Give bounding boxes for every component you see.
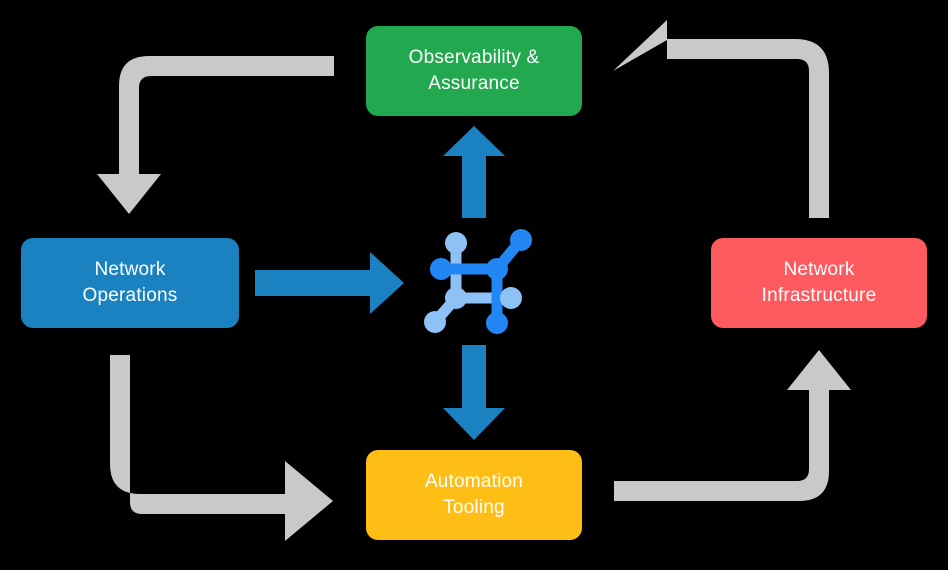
node-label-infrastructure: Network Infrastructure xyxy=(761,259,877,306)
node-label-automation: Automation Tooling xyxy=(424,471,524,518)
connector-center-to-automation xyxy=(443,345,505,440)
topology-node-bright-upper-right xyxy=(510,229,532,251)
node-label-operations: Network Operations xyxy=(82,259,178,306)
node-box-automation[interactable]: Automation Tooling xyxy=(366,450,582,540)
topology-node-light-mid xyxy=(445,287,467,309)
topology-node-bright-center xyxy=(486,258,508,280)
connector-observability-to-operations xyxy=(97,56,334,214)
topology-nodes-light xyxy=(424,232,522,333)
topology-nodes-bright xyxy=(430,229,532,334)
topology-node-light-right xyxy=(500,287,522,309)
node-label-observability: Observability & Assurance xyxy=(408,47,540,94)
topology-node-light-top xyxy=(445,232,467,254)
topology-node-bright-bottom xyxy=(486,312,508,334)
topology-node-bright-left xyxy=(430,258,452,280)
connector-center-to-observability xyxy=(443,126,505,218)
connector-operations-to-center xyxy=(255,252,404,314)
connector-operations-to-automation xyxy=(110,355,333,541)
node-box-observability[interactable]: Observability & Assurance xyxy=(366,26,582,116)
node-box-operations[interactable]: Network Operations xyxy=(21,238,239,328)
topology-node-light-lower-left xyxy=(424,311,446,333)
node-box-infrastructure[interactable]: Network Infrastructure xyxy=(711,238,927,328)
connector-automation-to-infrastructure xyxy=(614,350,851,501)
